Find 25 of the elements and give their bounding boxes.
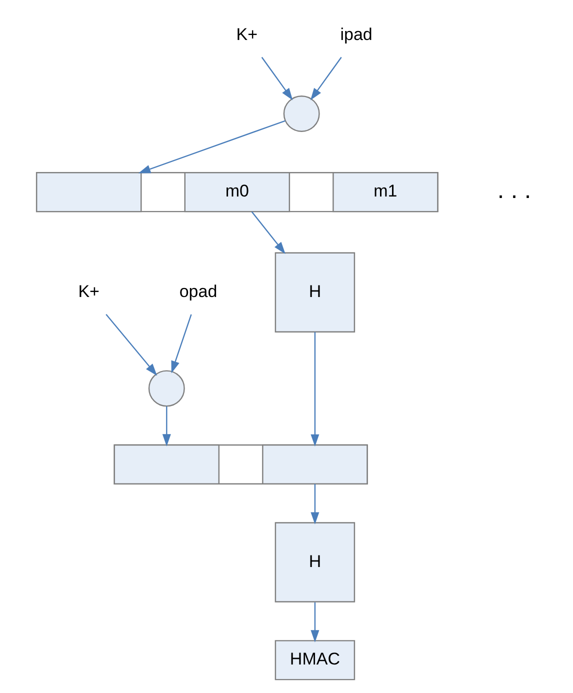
- arrow: [310, 602, 319, 642]
- node-box: m0: [184, 172, 290, 212]
- arrow: [310, 56, 342, 100]
- arrow: [310, 484, 319, 524]
- arrow: [162, 406, 170, 446]
- arrow: [138, 120, 285, 174]
- node-box: [35, 172, 142, 212]
- node-box: HMAC: [274, 640, 355, 680]
- node-text: K+: [78, 282, 99, 301]
- arrow: [260, 56, 292, 100]
- node-box: H: [274, 522, 355, 602]
- node-box: [262, 444, 368, 484]
- node-box: m1: [332, 172, 438, 212]
- node-circle: [148, 370, 184, 407]
- arrow: [170, 314, 192, 374]
- node-text: K+: [236, 24, 258, 44]
- node-circle: [282, 95, 320, 132]
- node-text: opad: [178, 282, 217, 301]
- arrow: [310, 332, 319, 447]
- node-text: ipad: [340, 24, 372, 44]
- arrow: [105, 314, 157, 376]
- node-box: [113, 444, 220, 484]
- label: . . .: [496, 177, 531, 204]
- node-box: H: [274, 252, 355, 333]
- arrow: [250, 211, 285, 254]
